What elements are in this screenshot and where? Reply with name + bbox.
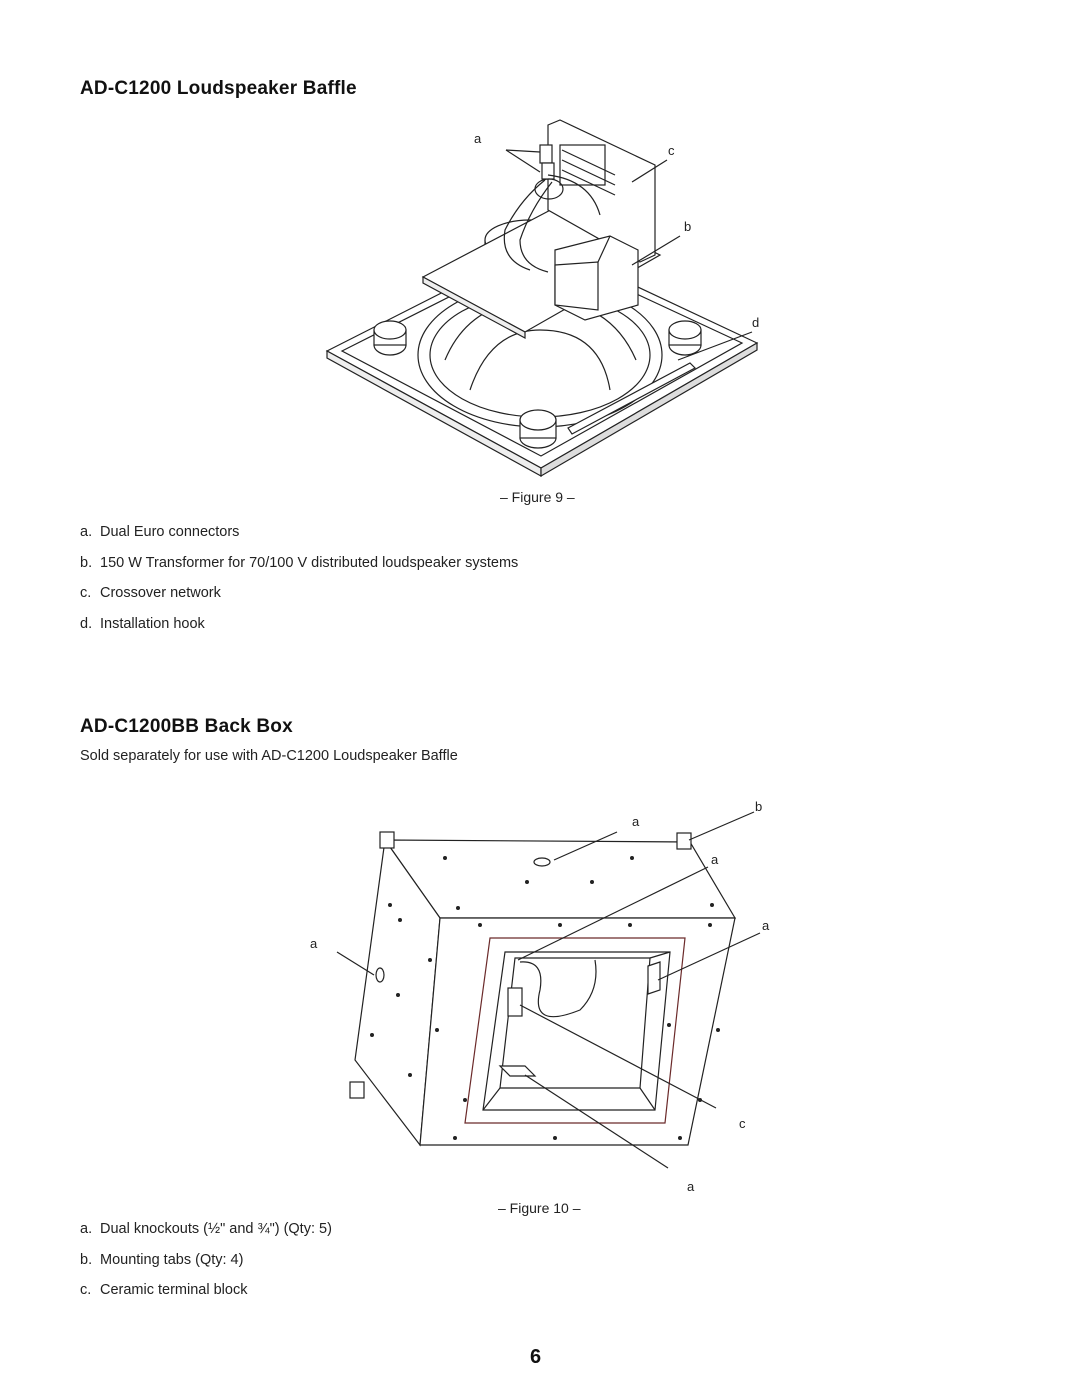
section-subtitle-back-box: Sold separately for use with AD-C1200 Lo… <box>80 748 458 764</box>
legend-item-d: d.Installation hook <box>80 615 205 632</box>
legend-item-c: c.Crossover network <box>80 585 221 601</box>
fig9-callout-a: a <box>474 131 482 146</box>
figure-9-caption: – Figure 9 – <box>500 489 575 505</box>
section-title-baffle: AD-C1200 Loudspeaker Baffle <box>80 78 357 99</box>
fig9-callout-b: b <box>684 219 691 234</box>
legend-item-a: a.Dual Euro connectors <box>80 524 240 540</box>
figure-10-caption: – Figure 10 – <box>498 1200 581 1216</box>
section-title-back-box: AD-C1200BB Back Box <box>80 716 293 737</box>
fig9-callout-d: d <box>752 315 759 330</box>
legend-item-b: b.150 W Transformer for 70/100 V distrib… <box>80 554 519 571</box>
figure-10-legend: a.Dual knockouts (½" and ¾") (Qty: 5) b.… <box>80 1221 332 1313</box>
legend-item-c: c.Ceramic terminal block <box>80 1282 248 1298</box>
fig9-callout-c: c <box>668 143 675 158</box>
page-number: 6 <box>530 1346 542 1368</box>
legend-item-b: b.Mounting tabs (Qty: 4) <box>80 1251 244 1268</box>
legend-item-a: a.Dual knockouts (½" and ¾") (Qty: 5) <box>80 1221 332 1237</box>
figure-9-legend: a.Dual Euro connectors b.150 W Transform… <box>80 524 518 646</box>
